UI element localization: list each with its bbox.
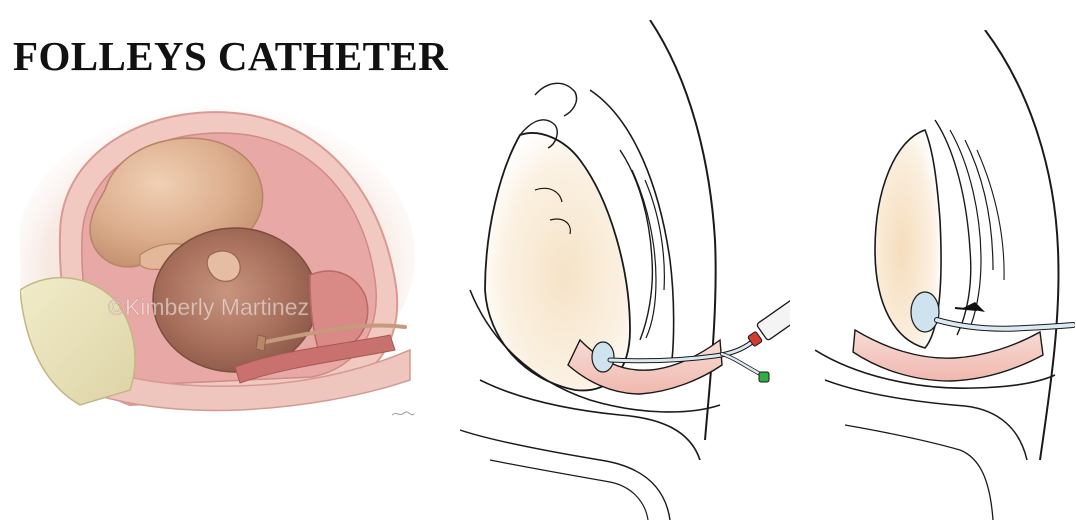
fetal-hand-outline [535,83,577,116]
thigh-line [825,380,1027,460]
fetus-in-utero-illustration: ©Kimberly Martinez [20,105,415,455]
catheter-traction-diagram [815,30,1075,520]
uterine-fold-3 [965,140,993,270]
catheter-y-branch-fill [722,354,762,375]
catheter-insertion-diagram [460,20,790,520]
thigh-line-2 [460,430,670,520]
thigh-line [480,380,700,460]
green-connector [759,372,769,382]
uterine-fold-2 [632,170,656,338]
uterine-fold-3 [645,180,664,290]
body-contour [985,30,1059,460]
slide-title: FOLLEYS CATHETER [13,36,448,77]
catheter-balloon [911,292,939,332]
syringe-barrel [756,299,790,341]
uterine-fold-2 [950,130,981,325]
lower-uterine-segment [853,330,1043,381]
artist-signature [392,412,414,415]
catheter-tip [256,335,266,351]
thigh-line-3 [490,460,648,520]
catheter-balloon [592,342,614,372]
illustration-watermark: ©Kimberly Martinez [108,294,309,320]
thigh-line-2 [845,425,993,520]
